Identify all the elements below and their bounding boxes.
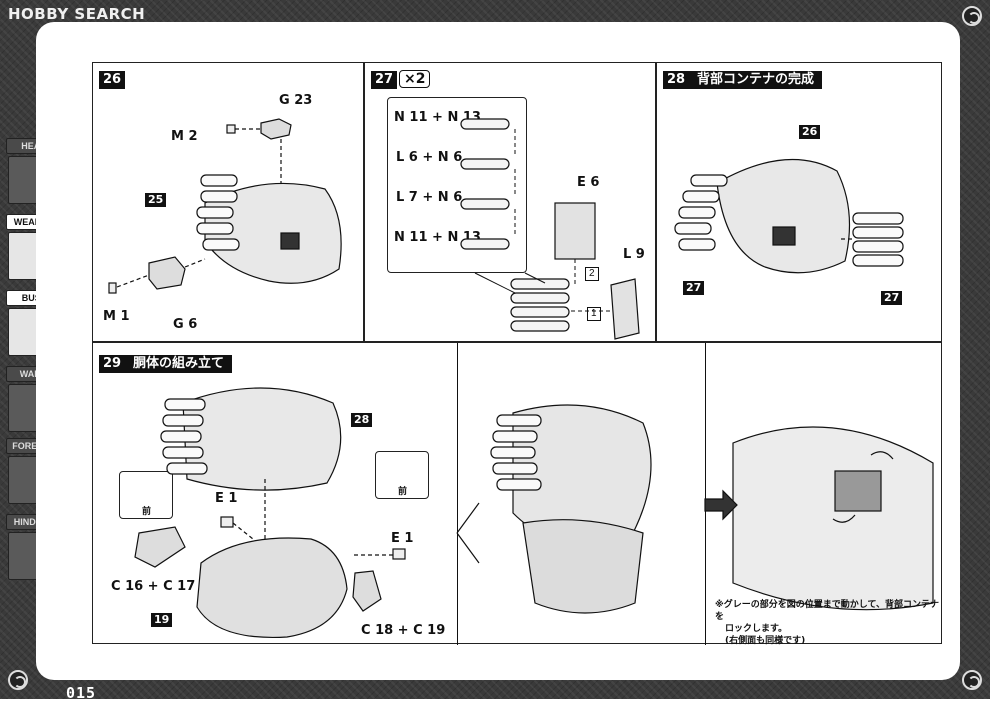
part-label: E 6: [577, 175, 600, 190]
assembly-order: 2: [585, 267, 599, 281]
torso-assembly-drawing: [134, 387, 934, 639]
step-number: 28: [663, 71, 690, 89]
part-callout: 27: [683, 281, 705, 295]
step-28-panel: 28 背部コンテナの完成 26 27 27: [656, 62, 942, 342]
combo-label: L 6 + N 6: [396, 150, 463, 165]
combo-label: N 11 + N 13: [394, 110, 481, 125]
container-assembly-drawing: [108, 118, 342, 294]
panel-divider: [705, 343, 706, 645]
part-label: M 1: [103, 309, 130, 324]
panel-divider: [457, 343, 458, 645]
part-label: E 1: [391, 531, 414, 546]
step-title: 胴体の組み立て: [125, 355, 233, 373]
completed-container-drawing: [674, 158, 904, 274]
assembly-order: 1: [587, 307, 601, 321]
step-27-panel: 27 ×2 N 11 + N 13 L 6 + N 6 L 7 + N 6 N …: [364, 62, 656, 342]
step-26-panel: 26 G 23 M 2 25 M 1 G 6: [92, 62, 364, 342]
part-label: G 23: [279, 93, 313, 108]
step-number: 27: [371, 71, 398, 89]
step-number: 26: [99, 71, 126, 89]
zoids-emblem-icon: [962, 6, 982, 26]
part-label: C 16 + C 17: [111, 579, 196, 594]
part-callout: 27: [881, 291, 903, 305]
quantity-multiplier: ×2: [399, 70, 431, 88]
part-label: C 18 + C 19: [361, 623, 446, 638]
step-title: 背部コンテナの完成: [689, 71, 823, 89]
part-callout: 19: [151, 613, 173, 627]
site-logo: HOBBY SEARCH: [8, 5, 146, 23]
barrel-combos-box: N 11 + N 13 L 6 + N 6 L 7 + N 6 N 11 + N…: [387, 97, 527, 273]
front-marker: 前: [398, 486, 408, 496]
orientation-hint-box: 前: [119, 471, 173, 519]
part-label: E 1: [215, 491, 238, 506]
combo-label: N 11 + N 13: [394, 230, 481, 245]
page-number: 015: [66, 684, 97, 702]
part-label: L 9: [623, 247, 645, 262]
orientation-hint-box: 前: [375, 451, 429, 499]
step-number: 29: [99, 355, 126, 373]
combo-label: L 7 + N 6: [396, 190, 463, 205]
part-callout: 25: [145, 193, 167, 207]
barrel-assembly-drawing: [460, 118, 640, 340]
front-marker: 前: [142, 506, 152, 516]
part-callout: 26: [799, 125, 821, 139]
step-29-panel: 29 胴体の組み立て 28 E 1 E 1 C 16 + C 17 C 18 +…: [92, 342, 942, 646]
zoids-emblem-icon: [962, 670, 982, 690]
part-callout: 28: [351, 413, 373, 427]
part-label: M 2: [171, 129, 198, 144]
zoids-emblem-icon: [8, 670, 28, 690]
part-label: G 6: [173, 317, 198, 332]
lock-instruction-note: ※グレーの部分を図の位置まで動かして、背部コンテナを ロックします。 (右側面も…: [715, 600, 940, 646]
